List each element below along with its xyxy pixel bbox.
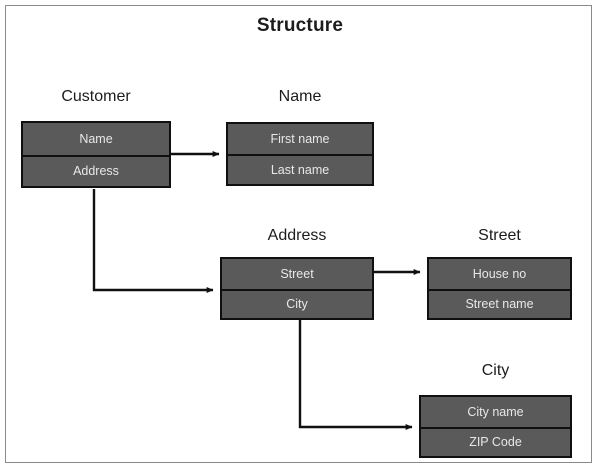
entity-row-customer-name[interactable]: Name xyxy=(23,123,169,155)
entity-row-street-house-no[interactable]: House no xyxy=(429,259,570,289)
entity-caption-address: Address xyxy=(267,227,327,244)
entity-box-city[interactable]: City name ZIP Code xyxy=(419,395,572,458)
entity-row-name-last[interactable]: Last name xyxy=(228,154,372,184)
entity-row-name-first[interactable]: First name xyxy=(228,124,372,154)
entity-row-address-city[interactable]: City xyxy=(222,288,372,318)
entity-row-customer-address[interactable]: Address xyxy=(23,154,169,186)
entity-row-city-name[interactable]: City name xyxy=(421,397,570,427)
entity-caption-street: Street xyxy=(478,227,521,244)
entity-box-address[interactable]: Street City xyxy=(220,257,374,320)
entity-box-street[interactable]: House no Street name xyxy=(427,257,572,320)
entity-box-customer[interactable]: Name Address xyxy=(21,121,171,188)
entity-row-city-zip[interactable]: ZIP Code xyxy=(421,426,570,456)
page-title: Structure xyxy=(256,15,344,36)
entity-caption-name: Name xyxy=(278,88,322,105)
entity-box-name[interactable]: First name Last name xyxy=(226,122,374,186)
entity-caption-city: City xyxy=(481,362,510,379)
entity-caption-customer: Customer xyxy=(61,88,131,105)
entity-row-address-street[interactable]: Street xyxy=(222,259,372,289)
entity-row-street-name[interactable]: Street name xyxy=(429,288,570,318)
